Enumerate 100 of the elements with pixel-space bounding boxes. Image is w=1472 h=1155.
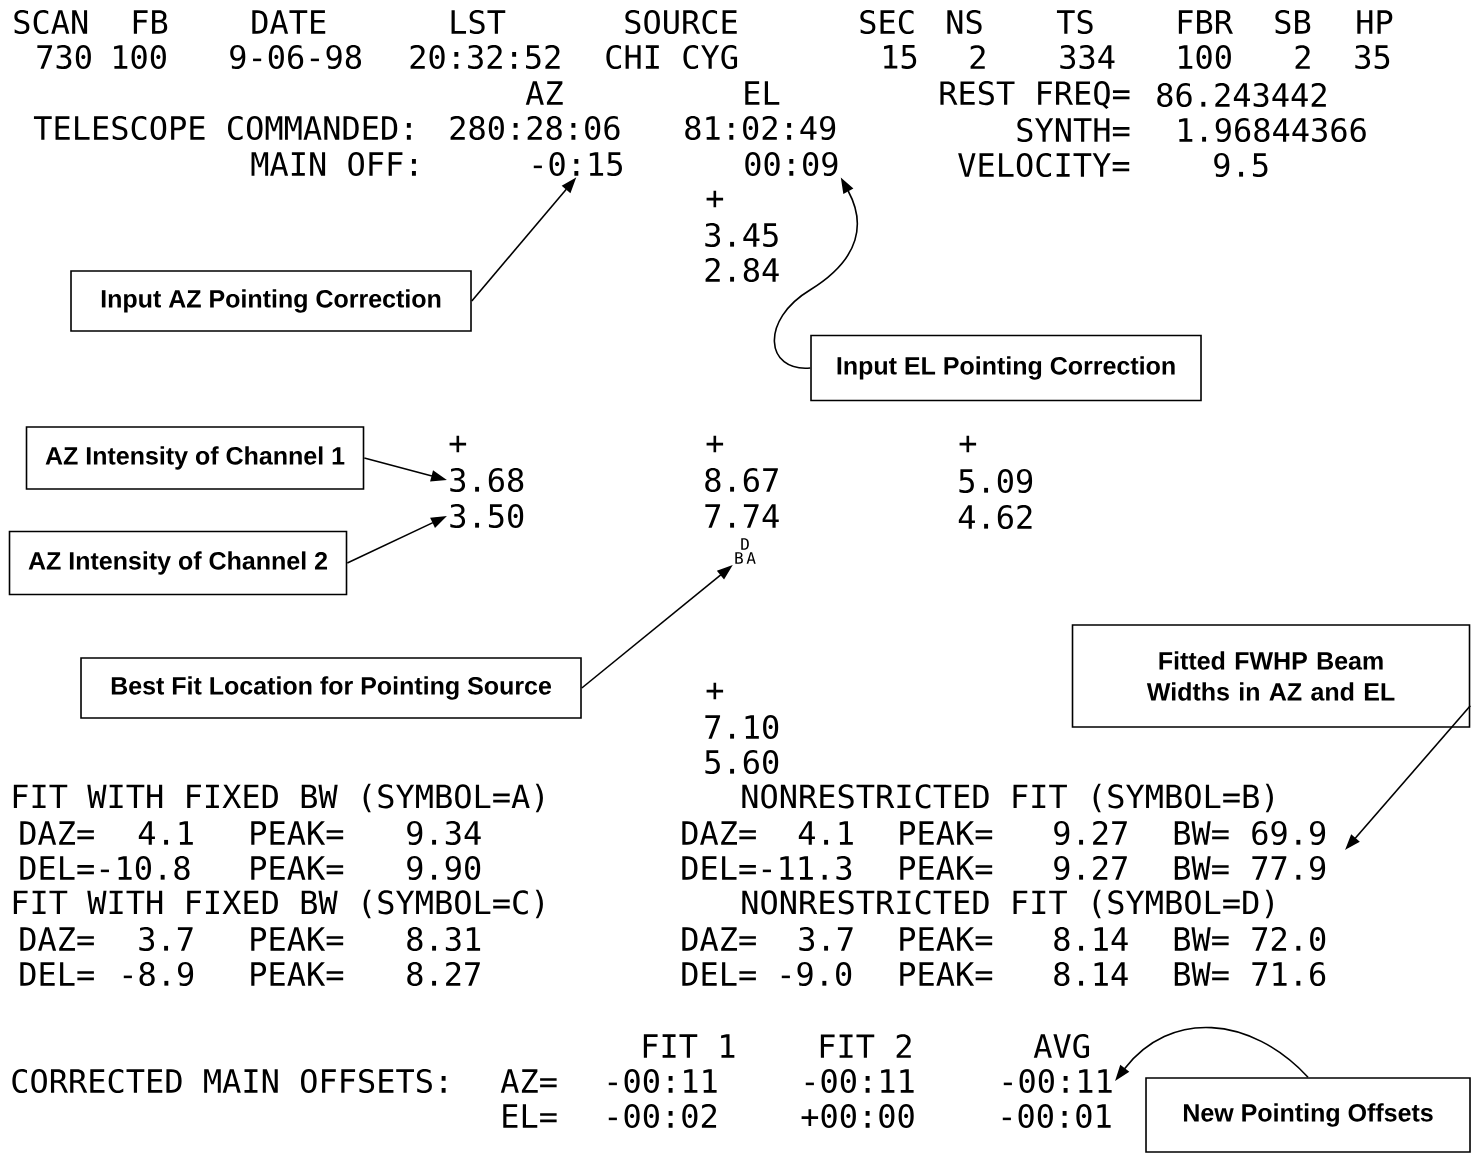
callout-box: New Pointing Offsets [1145,1077,1471,1153]
printout-text: FB [133,10,168,34]
printout-text: -8.9 [123,961,194,987]
printout-text: 2.84 [705,257,779,283]
printout-text: DAZ= [20,821,94,845]
printout-text: EL [745,81,780,105]
printout-text: + [706,682,724,700]
printout-text: -00:11 [805,1068,914,1094]
printout-text: 9.5 [1214,152,1268,178]
printout-text: -00:11 [608,1068,717,1094]
printout-text: FIT 1 [643,1034,735,1058]
printout-text: DAZ= [20,927,94,951]
printout-text: MAIN OFF: [251,151,416,177]
printout-text: HP [1357,10,1393,34]
printout-text: SYNTH= [1017,117,1130,143]
printout-text: 8.67 [705,467,778,493]
callout-box: AZ Intensity of Channel 1 [25,426,365,490]
printout-text: 2 [970,45,985,69]
printout-text: DEL= [682,962,756,986]
printout-text: FIT 2 [820,1034,911,1058]
printout-text: SOURCE [625,9,737,35]
callout-box: AZ Intensity of Channel 2 [8,530,348,596]
printout-text: SB [1275,9,1311,35]
printout-text: 9-06-98 [230,44,361,70]
callout-box: Fitted FWHP Beam Widths in AZ and EL [1071,624,1471,728]
printout-text: 15 [884,45,917,69]
printout-text: TS [1056,9,1093,35]
printout-text: 20:32:52 [410,44,560,70]
printout-text: 9.27 [1054,855,1127,881]
printout-text: 81:02:49 [685,115,836,141]
printout-text: 7.74 [705,504,779,528]
printout-text: TELESCOPE COMMANDED: [33,115,411,141]
printout-text: 280:28:06 [450,115,620,141]
printout-text: DEL= [20,962,94,986]
printout-text: 77.9 [1252,855,1326,881]
printout-text: PEAK= [251,927,344,951]
printout-text: PEAK= [251,962,344,986]
printout-text: 71.6 [1252,961,1326,987]
printout-text: CHI CYG [606,44,738,70]
printout-text: EL= [503,1104,557,1128]
printout-text: PEAK= [900,856,993,880]
printout-text: 00:09 [745,151,838,177]
printout-text: 3.50 [450,503,524,529]
printout-text: VELOCITY= [958,152,1130,178]
printout-text: DATE [252,10,326,34]
printout-text: PEAK= [900,962,993,986]
printout-text: 3.7 [799,926,853,952]
printout-text: 2 [1295,45,1310,69]
printout-text: 334 [1060,44,1115,70]
printout-text: -00:02 [608,1103,717,1129]
printout-text: PEAK= [900,821,993,845]
printout-text: 3.68 [450,467,524,493]
printout-text: SCAN [14,9,88,35]
printout-text: 86.243442 [1157,82,1326,108]
printout-text: 9.90 [407,855,481,881]
printout-text: BW= [1174,856,1229,880]
printout-text: NONRESTRICTED FIT (SYMBOL=D) [742,889,1273,919]
printout-text: -0:15 [533,151,622,177]
callout-box: Input EL Pointing Correction [810,334,1202,402]
printout-text: 5.60 [705,749,779,775]
printout-text: BW= [1174,927,1229,951]
printout-text: DAZ= [682,821,756,845]
printout-text: 4.1 [138,821,193,845]
printout-text: + [449,435,467,453]
printout-text: FBR [1178,10,1233,34]
printout-text: LST [451,9,506,35]
printout-text: NS [947,9,982,35]
printout-text: 8.14 [1054,926,1128,952]
printout-text: -00:01 [1002,1103,1111,1129]
printout-text: 4.62 [958,504,1032,530]
printout-text: PEAK= [900,927,993,951]
printout-text: AZ= [500,1069,557,1093]
printout-text: 730 [37,44,91,70]
printout-text: PEAK= [251,821,344,845]
fit-symbol: D B A [735,538,756,564]
printout-text: 69.9 [1252,820,1326,846]
printout-text: BW= [1174,821,1229,845]
printout-text: DEL=-11.3 [682,855,852,881]
printout-text: FIT WITH FIXED BW (SYMBOL=A) [13,783,543,813]
printout-text: DAZ= [682,927,756,951]
printout-text: DEL=-10.8 [20,855,190,881]
printout-text: 1.96844366 [1179,117,1366,143]
printout-text: NONRESTRICTED FIT (SYMBOL=B) [742,783,1273,813]
printout-text: PEAK= [251,856,344,880]
printout-text: 8.14 [1054,961,1128,987]
printout-text: 9.27 [1054,820,1127,846]
printout-text: 9.34 [407,820,481,846]
printout-text: 3.7 [139,926,193,952]
printout-text: REST FREQ= [940,81,1130,109]
printout-text: FIT WITH FIXED BW (SYMBOL=C) [13,889,543,919]
printout-text: 100 [1179,44,1231,70]
printout-text: -00:11 [1003,1068,1112,1094]
printout-text: AVG [1033,1033,1089,1059]
printout-text: CORRECTED MAIN OFFSETS: [12,1068,446,1094]
printout-text: 8.27 [407,961,480,987]
printout-text: + [706,190,724,208]
printout-text: + [959,435,977,453]
printout-text: + [706,435,724,453]
printout-text: BW= [1174,962,1229,986]
printout-text: 7.10 [705,714,779,740]
